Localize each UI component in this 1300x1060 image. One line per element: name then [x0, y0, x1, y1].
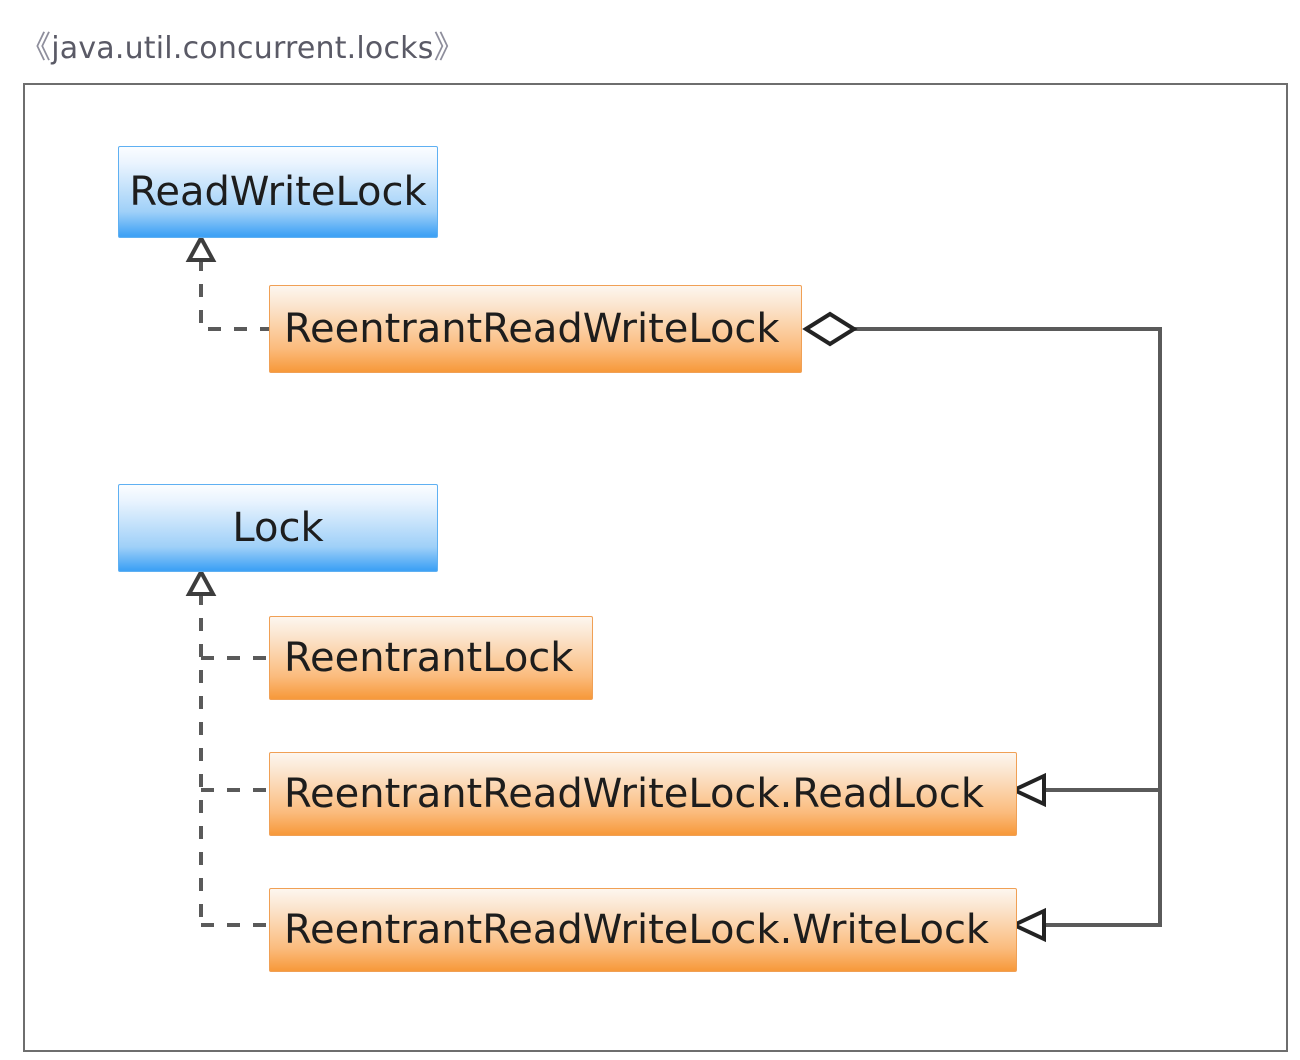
class-label: ReadWriteLock — [129, 169, 427, 215]
class-label: ReentrantReadWriteLock.ReadLock — [284, 771, 984, 817]
class-box-reentrant-read-write-lock-read-lock[interactable]: ReentrantReadWriteLock.ReadLock — [269, 752, 1017, 836]
class-label: ReentrantReadWriteLock — [284, 306, 780, 352]
guillemet-open-icon: 《 — [20, 30, 52, 66]
class-label: Lock — [232, 505, 324, 551]
package-name: java.util.concurrent.locks — [51, 31, 434, 66]
class-box-read-write-lock[interactable]: ReadWriteLock — [118, 146, 438, 238]
class-box-reentrant-read-write-lock-write-lock[interactable]: ReentrantReadWriteLock.WriteLock — [269, 888, 1017, 972]
class-box-reentrant-read-write-lock[interactable]: ReentrantReadWriteLock — [269, 285, 802, 373]
class-box-reentrant-lock[interactable]: ReentrantLock — [269, 616, 593, 700]
class-label: ReentrantLock — [284, 635, 574, 681]
guillemet-close-icon: 》 — [433, 30, 465, 66]
class-label: ReentrantReadWriteLock.WriteLock — [284, 907, 990, 953]
class-box-lock[interactable]: Lock — [118, 484, 438, 572]
package-stereotype-label: 《java.util.concurrent.locks》 — [20, 22, 465, 67]
